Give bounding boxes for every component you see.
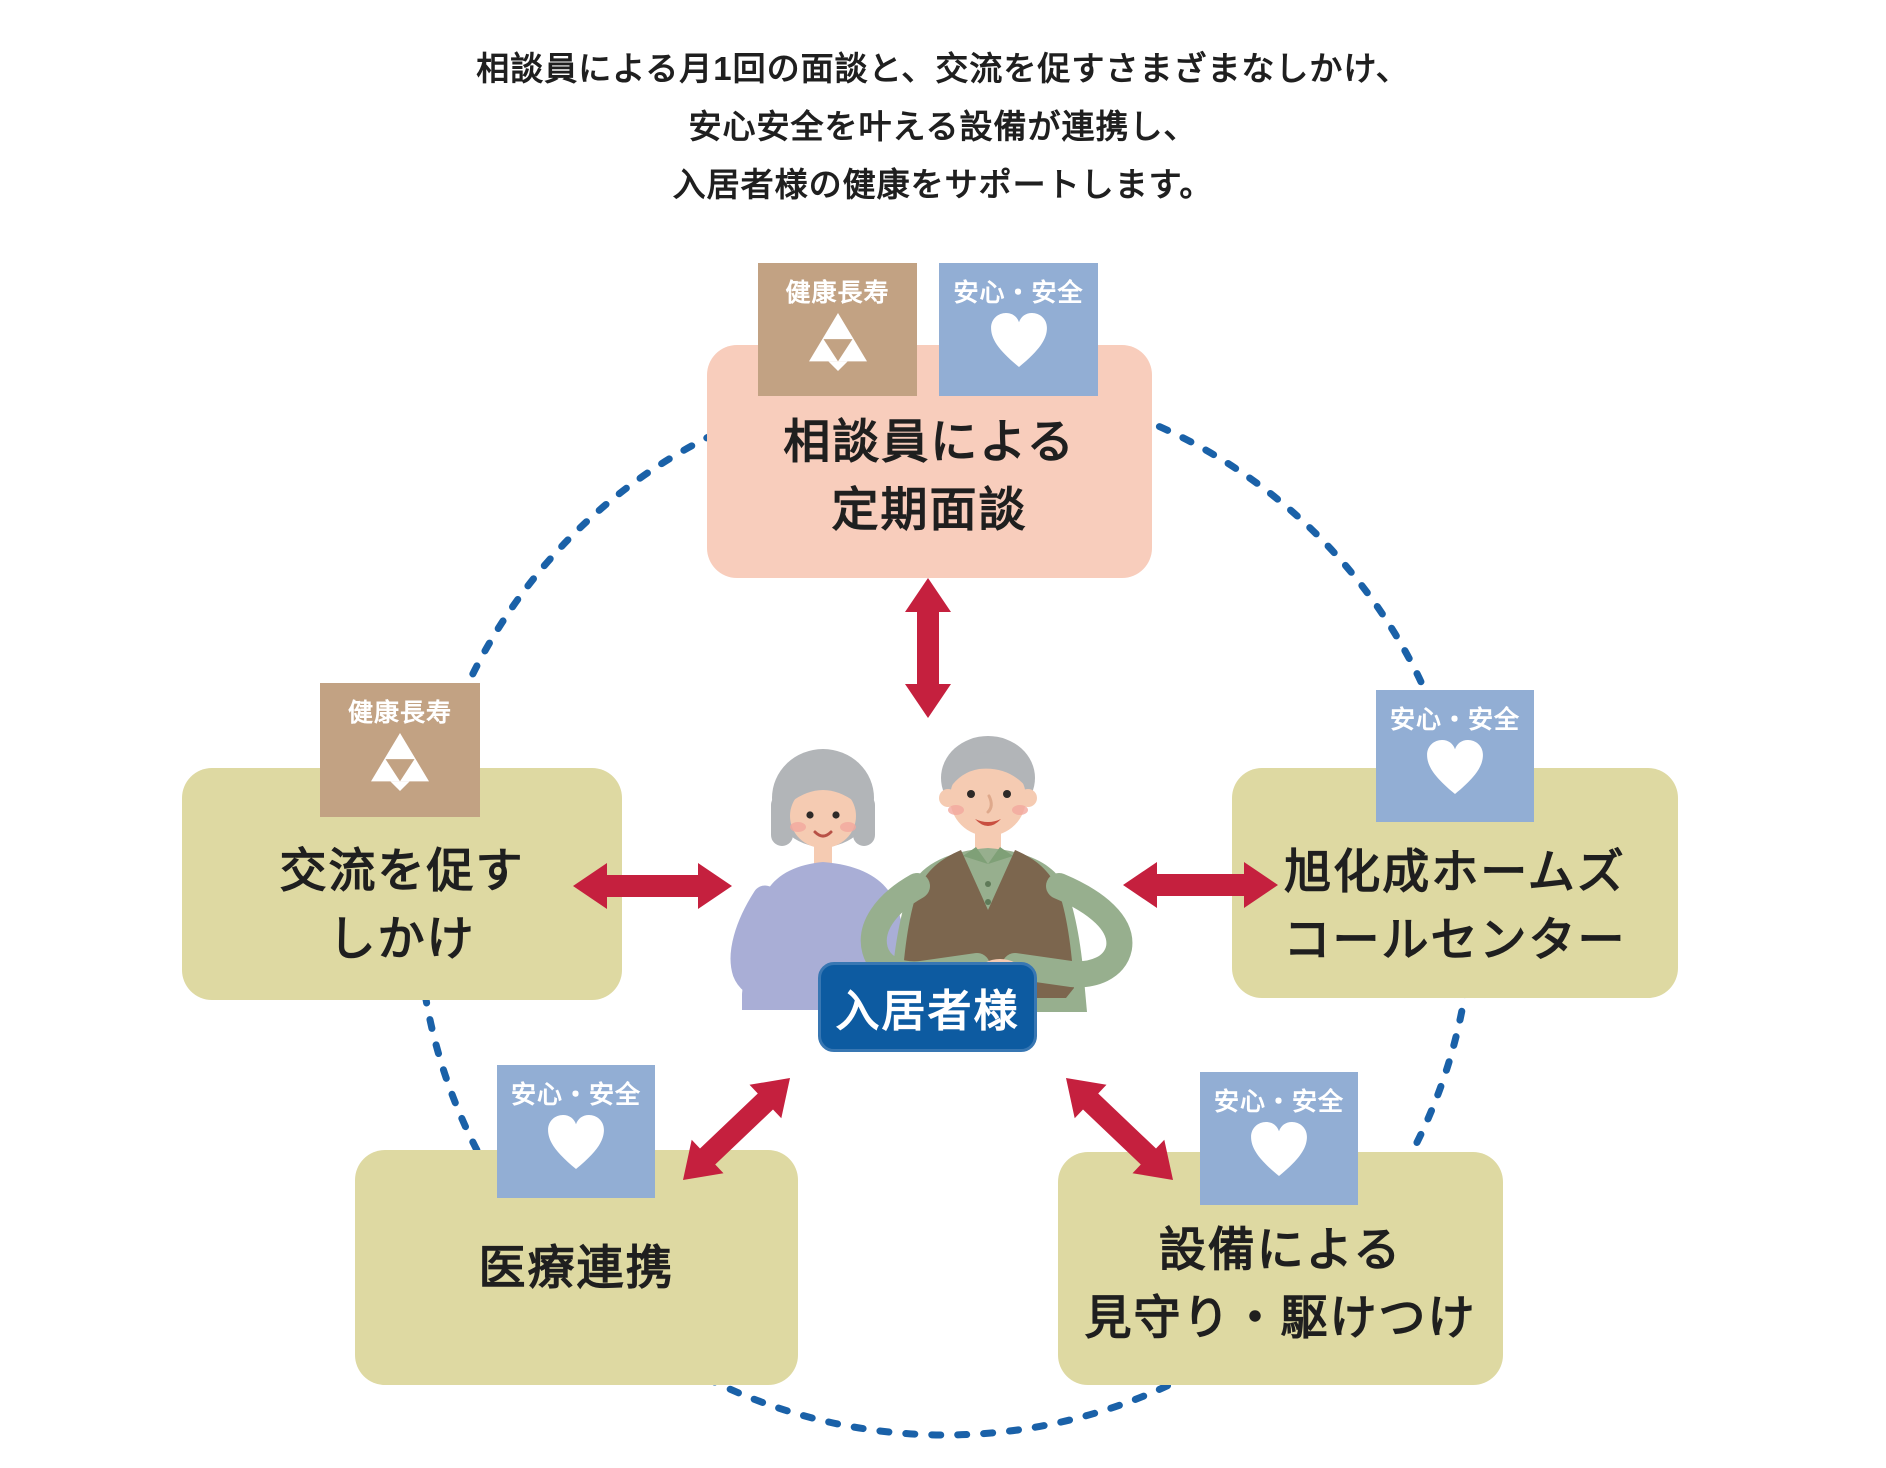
heart-icon — [990, 313, 1047, 367]
badge-kenko-left: 健康長寿 — [320, 683, 480, 817]
badge-anshin-top: 安心・安全 — [939, 263, 1098, 396]
woman-face — [790, 784, 856, 848]
node-medical-title: 医療連携 — [478, 1240, 675, 1294]
node-call-center-title: 旭化成ホームズ コールセンター — [1283, 845, 1627, 966]
resident-label: 入居者様 — [818, 962, 1037, 1052]
badge-anshin-right: 安心・安全 — [1376, 690, 1534, 822]
heading-line-2: 安心安全を叶える設備が連携し、 — [688, 108, 1198, 145]
heart-icon — [1427, 740, 1483, 794]
node-counselor-interview-title: 相談員による 定期面談 — [783, 414, 1076, 536]
badge-anshin-bottom-right: 安心・安全 — [1200, 1072, 1358, 1205]
woman-hair — [772, 749, 874, 847]
man-face — [950, 760, 1026, 836]
man-neck — [975, 824, 1001, 852]
heart-icon — [548, 1115, 604, 1169]
man-hair — [941, 736, 1035, 820]
heading-line-3: 入居者様の健康をサポートします。 — [672, 166, 1214, 203]
triforce-icon — [808, 313, 867, 371]
resident-label-text: 入居者様 — [835, 987, 1020, 1036]
triforce-icon — [371, 733, 429, 791]
node-interaction-title: 交流を促す しかけ — [279, 844, 525, 965]
heart-icon — [1251, 1122, 1307, 1176]
arrow-top-double — [905, 578, 951, 718]
badge-anshin-bottom-left: 安心・安全 — [497, 1065, 655, 1198]
badge-kenko-top: 健康長寿 — [758, 263, 917, 396]
woman-neck — [814, 842, 832, 868]
heading-line-1: 相談員による月1回の面談と、交流を促すさまざまなしかけ、 — [476, 50, 1410, 87]
node-equipment-watch-title: 設備による 見守り・駆けつけ — [1084, 1222, 1477, 1344]
diagram-heading: 相談員による月1回の面談と、交流を促すさまざまなしかけ、 安心安全を叶える設備が… — [0, 40, 1886, 214]
